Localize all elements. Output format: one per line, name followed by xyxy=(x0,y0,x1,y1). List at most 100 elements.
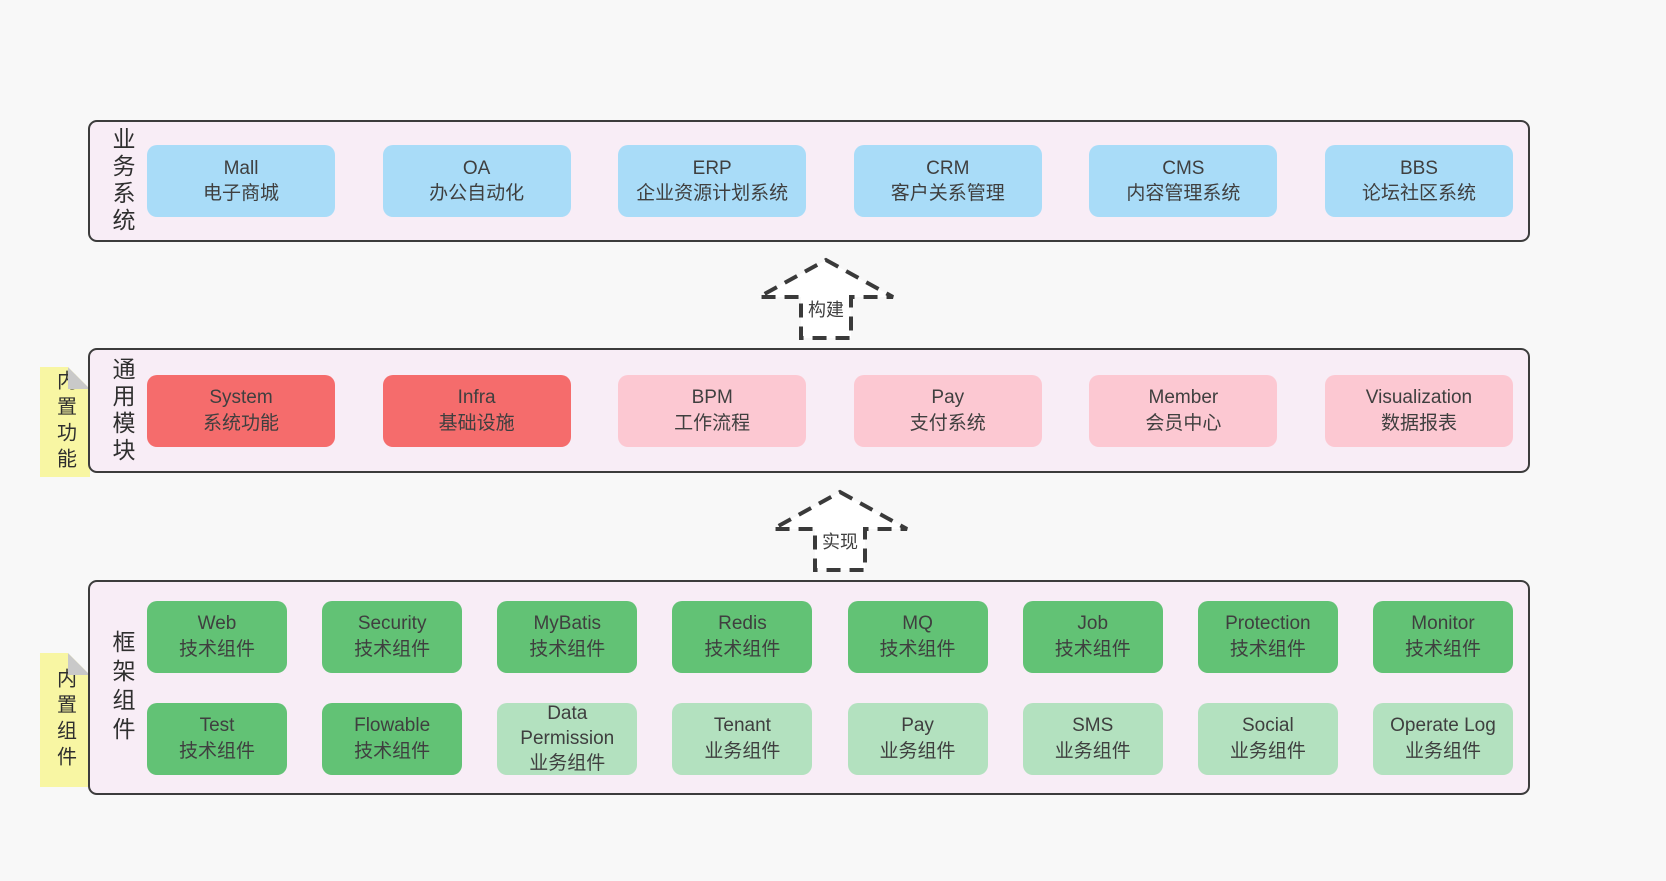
box-title: Mall xyxy=(223,157,259,179)
box-subtitle: 业务组件 xyxy=(879,740,956,762)
box-title: Web xyxy=(197,613,237,635)
build-arrow-label: 构建 xyxy=(804,295,848,323)
box-subtitle: 业务组件 xyxy=(1054,740,1131,762)
box-title: SMS xyxy=(1072,715,1114,737)
box-title: Member xyxy=(1148,387,1219,409)
box-security: Security 技术组件 xyxy=(322,600,463,673)
framework-rows: Web 技术组件 Security 技术组件 MyBatis 技术组件 Redi… xyxy=(147,582,1513,793)
box-bpm: BPM 工作流程 xyxy=(618,374,807,447)
box-title: Protection xyxy=(1225,613,1311,635)
box-subtitle: 技术组件 xyxy=(879,638,956,660)
box-subtitle: 办公自动化 xyxy=(429,183,525,204)
box-bbs: BBS 论坛社区系统 xyxy=(1324,145,1513,217)
implement-arrow: 实现 xyxy=(770,489,910,573)
box-sms: SMS 业务组件 xyxy=(1022,702,1163,775)
box-oa: OA 办公自动化 xyxy=(382,145,571,217)
box-subtitle: 客户关系管理 xyxy=(890,183,1005,204)
box-subtitle: 内容管理系统 xyxy=(1126,183,1241,204)
box-title: ERP xyxy=(692,157,732,179)
box-subtitle: 技术组件 xyxy=(354,638,431,660)
box-title: Flowable xyxy=(354,715,431,737)
box-subtitle: 技术组件 xyxy=(1054,638,1131,660)
box-subtitle: 技术组件 xyxy=(1404,638,1481,660)
box-title: MyBatis xyxy=(533,613,602,635)
box-monitor: Monitor 技术组件 xyxy=(1372,600,1513,673)
box-title: Social xyxy=(1241,715,1294,737)
box-job: Job 技术组件 xyxy=(1022,600,1163,673)
box-title: OA xyxy=(462,157,491,179)
build-arrow: 构建 xyxy=(756,257,896,341)
box-title: Pay xyxy=(931,387,965,409)
business-systems-panel: 业务系统 Mall 电子商城 OA 办公自动化 ERP 企业资源计划系统 CRM… xyxy=(88,120,1530,242)
box-mall: Mall 电子商城 xyxy=(147,145,335,217)
box-title: Monitor xyxy=(1411,613,1475,635)
box-subtitle: 技术组件 xyxy=(704,638,781,660)
business-systems-label: 业务系统 xyxy=(109,127,135,235)
box-title: CRM xyxy=(926,157,970,179)
box-subtitle: 业务组件 xyxy=(704,740,781,762)
box-subtitle: 电子商城 xyxy=(202,183,279,204)
box-social: Social 业务组件 xyxy=(1197,702,1338,775)
box-title: Operate Log xyxy=(1390,715,1496,737)
box-member: Member 会员中心 xyxy=(1089,374,1278,447)
box-web: Web 技术组件 xyxy=(147,600,287,673)
common-modules-label: 通用模块 xyxy=(109,356,135,465)
box-subtitle: 技术组件 xyxy=(354,740,431,762)
box-title: System xyxy=(209,387,273,409)
framework-row-2: Test 技术组件 Flowable 技术组件 Data Permission … xyxy=(147,702,1513,775)
box-data-permission: Data Permission 业务组件 xyxy=(497,702,638,775)
box-crm: CRM 客户关系管理 xyxy=(853,145,1042,217)
box-subtitle: 系统功能 xyxy=(202,412,279,434)
box-subtitle: 支付系统 xyxy=(909,412,986,434)
common-modules-row: System 系统功能 Infra 基础设施 BPM 工作流程 Pay 支付系统… xyxy=(147,350,1513,471)
framework-components-label: 框架组件 xyxy=(109,629,135,746)
box-title: Infra xyxy=(457,387,496,409)
box-title: Job xyxy=(1077,613,1109,635)
box-title: Tenant xyxy=(713,715,771,737)
box-title: Redis xyxy=(718,613,767,635)
box-protection: Protection 技术组件 xyxy=(1197,600,1338,673)
framework-row-1: Web 技术组件 Security 技术组件 MyBatis 技术组件 Redi… xyxy=(147,600,1513,673)
box-visualization: Visualization 数据报表 xyxy=(1324,374,1513,447)
box-title: Test xyxy=(199,715,235,737)
business-systems-row: Mall 电子商城 OA 办公自动化 ERP 企业资源计划系统 CRM 客户关系… xyxy=(147,122,1513,240)
box-pay-component: Pay 业务组件 xyxy=(847,702,988,775)
built-in-feature-note: 内置功能 xyxy=(40,367,90,477)
box-infra: Infra 基础设施 xyxy=(382,374,571,447)
box-title: Visualization xyxy=(1365,387,1473,409)
box-title: BBS xyxy=(1399,157,1438,179)
box-subtitle: 论坛社区系统 xyxy=(1361,183,1476,204)
framework-components-panel: 框架组件 Web 技术组件 Security 技术组件 MyBatis 技术组件… xyxy=(88,580,1530,795)
box-test: Test 技术组件 xyxy=(147,702,287,775)
box-mq: MQ 技术组件 xyxy=(847,600,988,673)
box-subtitle: 技术组件 xyxy=(178,638,255,660)
built-in-component-note: 内置组件 xyxy=(40,653,90,787)
box-subtitle: 技术组件 xyxy=(529,638,606,660)
box-subtitle: 会员中心 xyxy=(1145,412,1222,434)
box-title: BPM xyxy=(691,387,733,409)
note-text: 内置组件 xyxy=(53,668,76,772)
box-cms: CMS 内容管理系统 xyxy=(1089,145,1278,217)
box-subtitle: 工作流程 xyxy=(674,412,751,434)
box-pay-module: Pay 支付系统 xyxy=(853,374,1042,447)
box-subtitle: 基础设施 xyxy=(438,412,515,434)
box-flowable: Flowable 技术组件 xyxy=(322,702,463,775)
box-title: Data Permission xyxy=(520,702,615,749)
box-mybatis: MyBatis 技术组件 xyxy=(497,600,638,673)
implement-arrow-label: 实现 xyxy=(818,527,862,555)
box-operate-log: Operate Log 业务组件 xyxy=(1372,702,1513,775)
box-subtitle: 企业资源计划系统 xyxy=(636,183,789,204)
box-title: CMS xyxy=(1162,157,1205,179)
box-subtitle: 业务组件 xyxy=(1404,740,1481,762)
box-erp: ERP 企业资源计划系统 xyxy=(618,145,807,217)
note-text: 内置功能 xyxy=(53,370,76,474)
box-subtitle: 数据报表 xyxy=(1380,412,1457,434)
box-subtitle: 业务组件 xyxy=(529,753,606,775)
box-tenant: Tenant 业务组件 xyxy=(672,702,813,775)
box-redis: Redis 技术组件 xyxy=(672,600,813,673)
box-system: System 系统功能 xyxy=(147,374,335,447)
box-title: Pay xyxy=(901,715,934,737)
box-subtitle: 技术组件 xyxy=(178,740,255,762)
box-subtitle: 技术组件 xyxy=(1229,638,1306,660)
box-subtitle: 业务组件 xyxy=(1229,740,1306,762)
